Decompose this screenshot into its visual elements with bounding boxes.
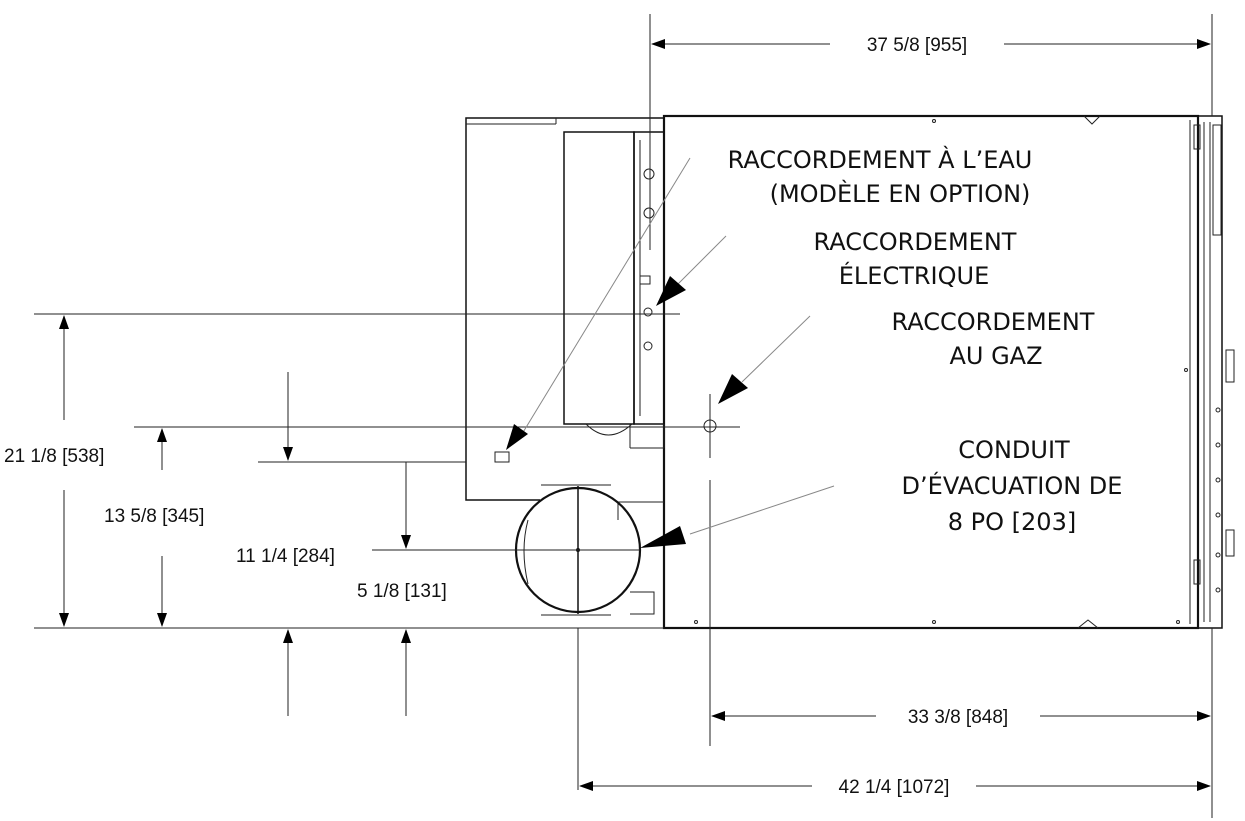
callout-water-line1: RACCORDEMENT À L’EAU bbox=[728, 145, 1033, 174]
rear-housing bbox=[465, 117, 717, 615]
appliance-body bbox=[662, 114, 1235, 630]
callout-gas: RACCORDEMENT AU GAZ bbox=[892, 308, 1095, 370]
vent-arrowhead bbox=[640, 526, 686, 548]
electrical-arrowhead bbox=[656, 276, 686, 306]
dim-left-height-small: 5 1/8 [131] bbox=[357, 581, 447, 602]
extension-lines bbox=[34, 14, 1213, 818]
leader-lines bbox=[521, 157, 835, 535]
dim-bottom-total-width: 42 1/4 [1072] bbox=[839, 777, 950, 798]
dim-top-width: 37 5/8 [955] bbox=[867, 35, 967, 56]
callout-gas-line1: RACCORDEMENT bbox=[892, 308, 1095, 336]
callout-arrowheads bbox=[506, 276, 748, 548]
callout-water: RACCORDEMENT À L’EAU (MODÈLE EN OPTION) bbox=[728, 145, 1033, 208]
gas-arrowhead bbox=[718, 374, 748, 404]
dim-left-height-mid: 13 5/8 [345] bbox=[104, 506, 204, 527]
water-arrowhead bbox=[506, 424, 528, 450]
callout-vent-line2: D’ÉVACUATION DE bbox=[902, 471, 1123, 500]
dim-bottom-inner-width: 33 3/8 [848] bbox=[908, 707, 1008, 728]
dim-left-height-vent: 11 1/4 [284] bbox=[236, 546, 335, 567]
callout-electrical-line2: ÉLECTRIQUE bbox=[839, 261, 990, 290]
callout-vent-line1: CONDUIT bbox=[958, 436, 1070, 464]
callout-electrical-line1: RACCORDEMENT bbox=[814, 228, 1017, 256]
callout-water-line2: (MODÈLE EN OPTION) bbox=[770, 179, 1031, 208]
dim-left-height-total: 21 1/8 [538] bbox=[4, 446, 104, 467]
dimension-arrows bbox=[59, 39, 1211, 791]
callout-vent: CONDUIT D’ÉVACUATION DE 8 PO [203] bbox=[902, 436, 1123, 536]
callout-electrical: RACCORDEMENT ÉLECTRIQUE bbox=[814, 228, 1017, 290]
callout-gas-line2: AU GAZ bbox=[949, 342, 1042, 370]
callout-vent-line3: 8 PO [203] bbox=[948, 508, 1076, 536]
